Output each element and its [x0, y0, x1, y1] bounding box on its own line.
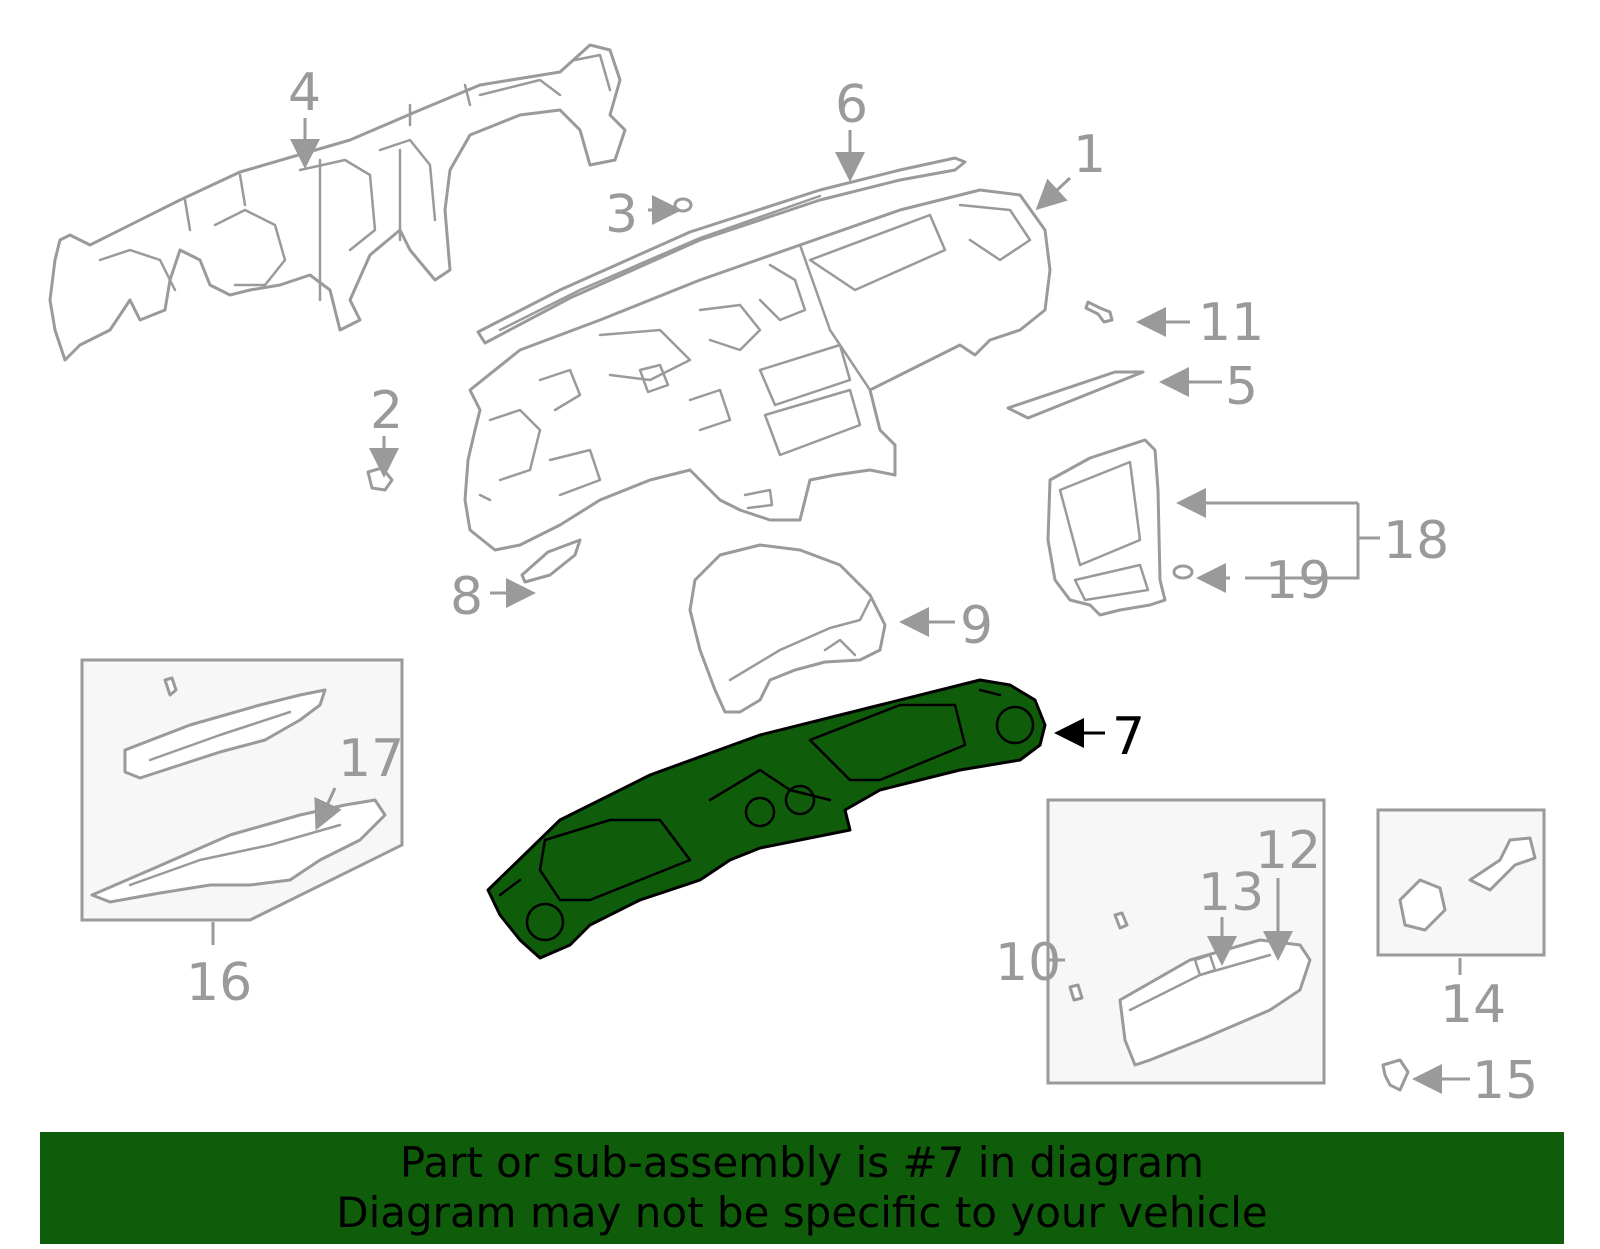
part-8-panel	[520, 538, 582, 584]
callout-13: 13	[1198, 863, 1264, 923]
callout-3: 3	[605, 185, 638, 245]
part-6-defroster-strip	[476, 156, 967, 345]
part-18-bezel	[1046, 438, 1167, 617]
part-7-lower-panel-highlighted	[486, 678, 1047, 960]
part-1-instrument-panel	[463, 188, 1052, 552]
callout-15: 15	[1472, 1051, 1538, 1111]
leader-lines	[211, 118, 1470, 1094]
part-4-reinforcement-beam	[48, 43, 627, 362]
group-box-14	[1376, 808, 1546, 957]
callout-8: 8	[450, 567, 483, 627]
callout-5: 5	[1225, 357, 1258, 417]
callout-6: 6	[835, 75, 868, 135]
callout-4: 4	[288, 63, 321, 123]
part-3-clip	[673, 197, 693, 213]
part-15-bracket	[1381, 1058, 1410, 1092]
callout-12: 12	[1255, 821, 1321, 881]
callout-2: 2	[370, 381, 403, 441]
part-11-screw	[1084, 300, 1114, 324]
callout-7: 7	[1112, 707, 1145, 767]
callout-11: 11	[1198, 293, 1264, 353]
callout-17: 17	[338, 729, 404, 789]
callout-9: 9	[960, 596, 993, 656]
banner-line-part: Part or sub-assembly is #7 in diagram	[399, 1138, 1205, 1187]
banner-line-disclaimer: Diagram may not be specific to your vehi…	[336, 1188, 1268, 1237]
part-19-clip	[1172, 564, 1194, 580]
group-box-16	[80, 658, 404, 922]
callout-19: 19	[1265, 551, 1331, 611]
part-9-cluster-hood	[688, 543, 887, 714]
callout-10: 10	[995, 933, 1061, 993]
part-2-clip	[366, 466, 394, 492]
callout-1: 1	[1073, 125, 1106, 185]
callout-16: 16	[186, 953, 252, 1013]
callout-labels: 4 6 1 3 11 5 2 18 19 8 9 7 17 12 13 10 1…	[186, 63, 1538, 1111]
part-5-trim-strip	[1006, 370, 1145, 420]
callout-18: 18	[1383, 511, 1449, 571]
callout-14: 14	[1440, 975, 1506, 1035]
info-banner: Part or sub-assembly is #7 in diagram Di…	[40, 1132, 1564, 1244]
